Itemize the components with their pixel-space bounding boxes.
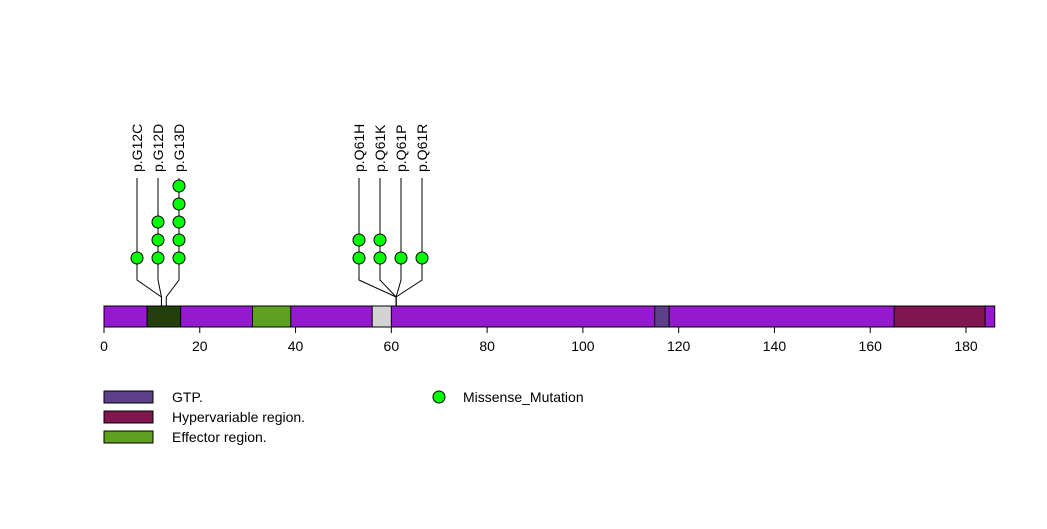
x-tick-label: 80 <box>479 338 495 354</box>
mutation-stem <box>165 178 180 306</box>
mutation-p-Q61R: p.Q61R <box>395 124 430 306</box>
mutation-label: p.Q61R <box>414 124 430 172</box>
mutation-label: p.Q61K <box>372 124 388 172</box>
mutation-point <box>352 251 366 265</box>
mutation-point <box>172 197 186 211</box>
mutation-p-G12C: p.G12C <box>129 124 162 306</box>
mutation-point <box>415 251 429 265</box>
domain-2 <box>371 305 392 328</box>
protein-backbone <box>103 305 996 328</box>
domain-0 <box>146 305 182 328</box>
mutation-p-Q61P: p.Q61P <box>393 125 409 306</box>
legend-swatch <box>103 390 154 404</box>
mutation-point <box>352 233 366 247</box>
legend-swatch <box>103 410 154 424</box>
x-tick-label: 60 <box>384 338 400 354</box>
x-tick-label: 20 <box>192 338 208 354</box>
mutation-point <box>394 251 408 265</box>
legend-label: GTP. <box>172 389 203 405</box>
mutation-point <box>151 215 165 229</box>
domain-3 <box>654 305 670 328</box>
x-tick-label: 40 <box>288 338 304 354</box>
mutation-point <box>151 251 165 265</box>
mutation-point <box>172 179 186 193</box>
legend-label: Effector region. <box>172 429 267 445</box>
mutation-point <box>130 251 144 265</box>
x-tick-label: 100 <box>571 338 595 354</box>
legend-label: Missense_Mutation <box>463 389 584 405</box>
mutation-p-G12D: p.G12D <box>150 124 166 306</box>
x-tick-label: 160 <box>859 338 883 354</box>
legend-swatch <box>103 430 154 444</box>
x-tick-label: 120 <box>667 338 691 354</box>
mutation-stem <box>157 178 162 306</box>
domain-4 <box>893 305 986 328</box>
mutation-label: p.Q61P <box>393 125 409 172</box>
mutation-point <box>172 251 186 265</box>
legend-mutation-marker <box>432 390 446 404</box>
mutation-stem <box>395 178 423 306</box>
mutation-label: p.Q61H <box>351 124 367 172</box>
mutation-stem <box>395 178 402 306</box>
x-tick-label: 180 <box>954 338 978 354</box>
mutation-point <box>172 215 186 229</box>
mutation-label: p.G13D <box>171 124 187 172</box>
mutation-p-Q61H: p.Q61H <box>351 124 397 306</box>
x-tick-label: 0 <box>100 338 108 354</box>
mutation-point <box>172 233 186 247</box>
mutation-label: p.G12D <box>150 124 166 172</box>
mutation-p-Q61K: p.Q61K <box>372 124 397 306</box>
mutation-point <box>373 233 387 247</box>
mutation-p-G13D: p.G13D <box>165 124 187 306</box>
mutation-label: p.G12C <box>129 124 145 172</box>
domain-1 <box>251 305 292 328</box>
legend-label: Hypervariable region. <box>172 409 305 425</box>
mutation-point <box>373 251 387 265</box>
x-tick-label: 140 <box>763 338 787 354</box>
mutation-point <box>151 233 165 247</box>
